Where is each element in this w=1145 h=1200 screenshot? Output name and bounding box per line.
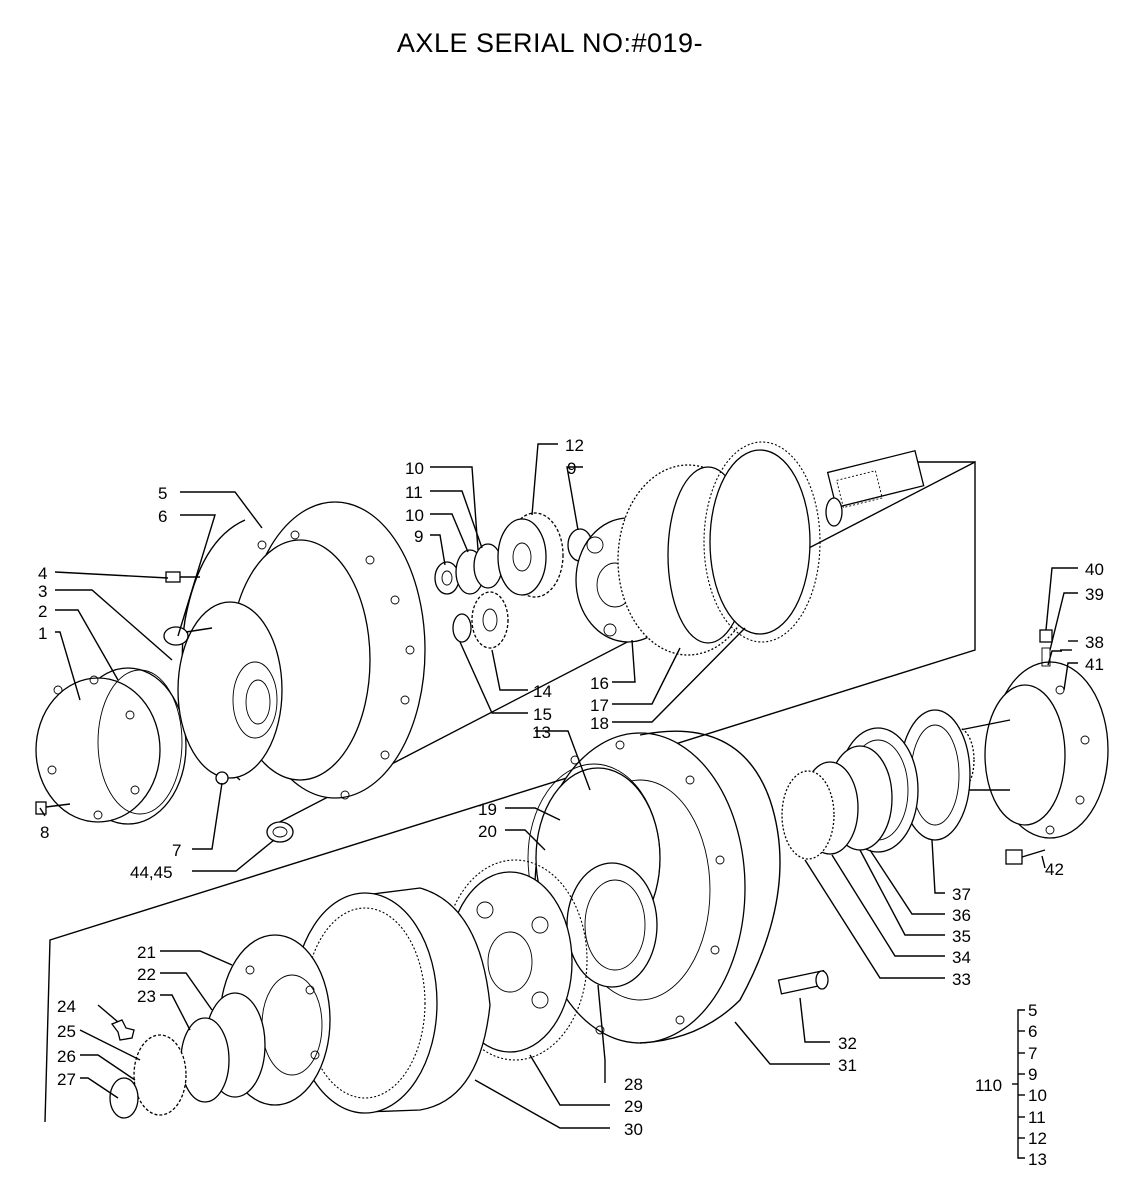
part-bolt-42 [1005, 849, 1046, 865]
kit-item-10: 10 [1028, 1086, 1047, 1105]
callout-13: 13 [532, 723, 551, 742]
callout-8: 8 [40, 823, 49, 842]
kit-item-11: 11 [1028, 1108, 1046, 1127]
callout-27: 27 [57, 1070, 76, 1089]
callout-2: 2 [38, 602, 47, 621]
callout-18: 18 [590, 714, 609, 733]
callout-26: 26 [57, 1047, 76, 1066]
callout-1: 1 [38, 624, 47, 643]
part-ring-15 [452, 613, 472, 643]
callout-29: 29 [624, 1097, 643, 1116]
part-plug-7 [215, 771, 229, 785]
callout-38: 38 [1085, 633, 1104, 652]
callout-17: 17 [590, 696, 609, 715]
kit-item-13: 13 [1028, 1150, 1047, 1169]
callout-16: 16 [590, 674, 609, 693]
part-bolt-8 [35, 801, 71, 815]
part-ring-23 [180, 1017, 230, 1103]
callout-32: 32 [838, 1034, 857, 1053]
kit-label: 110 [975, 1076, 1002, 1095]
kit-item-7: 7 [1028, 1044, 1037, 1063]
callout-3: 3 [38, 582, 47, 601]
callout-25: 25 [57, 1022, 76, 1041]
part-o-ring [97, 669, 183, 815]
part-seal-33 [781, 770, 835, 860]
callout-20: 20 [478, 822, 497, 841]
callout-9b: 9 [567, 459, 576, 478]
part-end-cover [35, 667, 187, 825]
callout-5: 5 [158, 484, 167, 503]
callout-23: 23 [137, 987, 156, 1006]
callout-10a: 10 [405, 459, 424, 478]
callout-11: 11 [405, 483, 423, 502]
part-pin-6 [163, 626, 213, 646]
kit-item-6: 6 [1028, 1022, 1037, 1041]
kit-item-9: 9 [1028, 1065, 1037, 1084]
page-title: AXLE SERIAL NO:#019- [396, 28, 704, 58]
callout-41: 41 [1085, 655, 1104, 674]
kit-item-5: 5 [1028, 1001, 1037, 1020]
part-needle-bearing [455, 543, 503, 595]
part-planet-gear-14 [471, 591, 509, 649]
callout-40: 40 [1085, 560, 1104, 579]
callout-44-45: 44,45 [130, 863, 173, 882]
callout-30: 30 [624, 1120, 643, 1139]
kit-item-12: 12 [1028, 1129, 1047, 1148]
callout-19: 19 [478, 800, 497, 819]
callout-6: 6 [158, 507, 167, 526]
callout-24: 24 [57, 997, 76, 1016]
callout-36: 36 [952, 906, 971, 925]
callout-9a: 9 [414, 527, 423, 546]
callout-37: 37 [952, 885, 971, 904]
callout-31: 31 [838, 1056, 857, 1075]
part-plug-44-45 [266, 821, 294, 843]
part-planet-gear-12 [497, 512, 564, 598]
callout-42: 42 [1045, 860, 1064, 879]
callout-33: 33 [952, 970, 971, 989]
part-washer-27 [109, 1077, 139, 1119]
callout-22: 22 [137, 965, 156, 984]
callout-34: 34 [952, 948, 971, 967]
callout-14: 14 [533, 682, 552, 701]
part-wheel-stud-32 [777, 969, 829, 995]
callout-35: 35 [952, 927, 971, 946]
part-axle-shaft [825, 449, 925, 527]
callout-21: 21 [137, 943, 156, 962]
callout-15: 15 [533, 705, 552, 724]
part-thrust-washer [434, 561, 460, 595]
part-lock-24 [110, 1019, 135, 1041]
callout-28: 28 [624, 1075, 643, 1094]
callout-labels: 5 6 4 3 2 1 8 7 44,45 10 11 10 9 12 9 14… [38, 436, 1104, 1139]
part-bearing-28 [566, 862, 658, 988]
part-hub-housing [177, 501, 426, 800]
leader-lines [39, 443, 1078, 1129]
callout-10b: 10 [405, 506, 424, 525]
part-brake-drum-30 [292, 887, 491, 1114]
part-nut-26 [133, 1034, 187, 1116]
callout-39: 39 [1085, 585, 1104, 604]
callout-12: 12 [565, 436, 584, 455]
kit-110-bracket: 110 5 6 7 9 10 11 12 13 [975, 1001, 1047, 1169]
callout-4: 4 [38, 564, 47, 583]
part-ring-gear-hub-18 [703, 441, 821, 643]
callout-7: 7 [172, 841, 181, 860]
